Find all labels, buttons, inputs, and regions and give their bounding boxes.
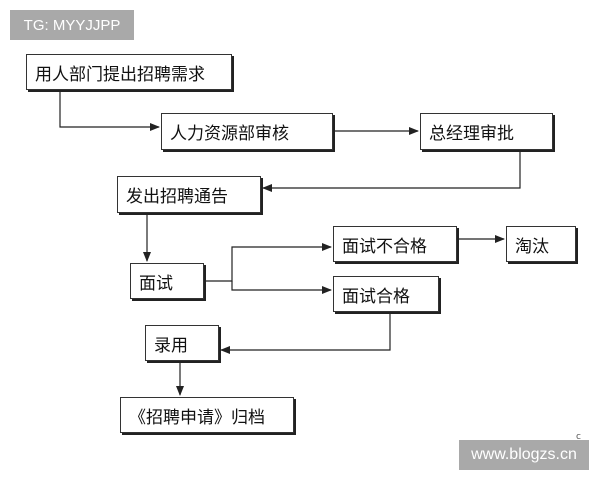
node-eliminate: 淘汰 (506, 226, 576, 262)
node-interview: 面试 (130, 263, 204, 299)
edge-gm-to-notice (262, 150, 521, 192)
node-dept-request: 用人部门提出招聘需求 (26, 54, 232, 90)
node-recruit-notice: 发出招聘通告 (117, 176, 261, 213)
node-interview-pass: 面试合格 (333, 276, 439, 312)
node-interview-fail: 面试不合格 (333, 226, 457, 262)
edge-interview-to-pass (231, 281, 332, 294)
node-archive-application: 《招聘申请》归档 (120, 397, 294, 433)
node-hr-review: 人力资源部审核 (161, 113, 333, 150)
edge-pass-to-hire (220, 312, 391, 354)
corner-mark: c (576, 432, 581, 442)
watermark-bottom: www.blogzs.cn (459, 440, 589, 470)
edge-interview-to-fail (204, 243, 332, 282)
watermark-top: TG: MYYJJPP (10, 10, 134, 40)
node-hire: 录用 (145, 325, 219, 361)
node-gm-approval: 总经理审批 (420, 113, 553, 150)
edge-request-to-hr (59, 90, 160, 131)
